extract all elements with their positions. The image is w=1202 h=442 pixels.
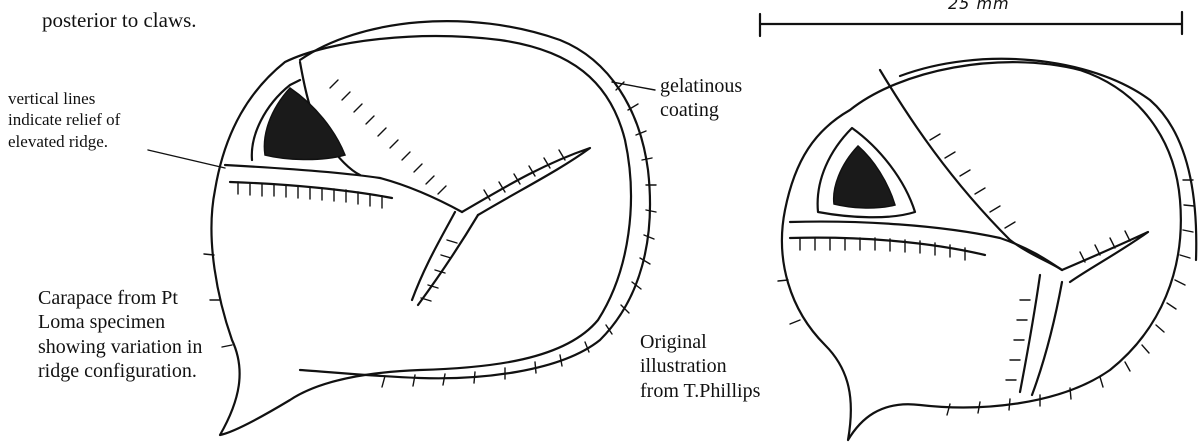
- horizontal-ridge: [225, 165, 462, 212]
- upper-ridge-original: [880, 70, 1062, 270]
- right-ridge: [462, 148, 590, 215]
- ridge-triangle-dark-original: [834, 146, 895, 208]
- scale-bar: [760, 12, 1182, 36]
- carapace-outline: [211, 36, 630, 435]
- carapace-original: [778, 59, 1196, 440]
- horizontal-ridge-lower: [230, 182, 392, 198]
- carapace-pt-loma: [148, 21, 656, 435]
- horizontal-ridge-original: [790, 222, 1062, 270]
- right-ridge-original: [1062, 232, 1148, 282]
- lower-ridge-original: [1020, 275, 1062, 395]
- gelatinous-coating-outline: [300, 21, 650, 378]
- lower-ridge: [412, 212, 478, 305]
- leader-vertical-lines: [148, 150, 225, 168]
